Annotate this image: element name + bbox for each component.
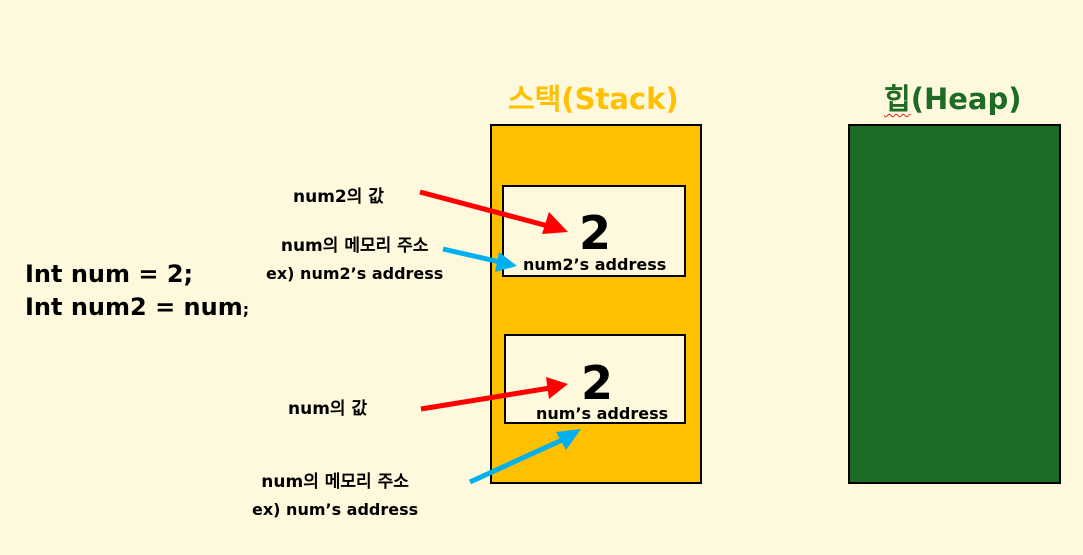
stack-region	[490, 124, 702, 484]
heap-title-english: (Heap)	[910, 82, 1022, 116]
label-num-value: num의 값	[288, 399, 368, 419]
num2-value: 2	[579, 206, 612, 260]
num-value: 2	[581, 356, 614, 410]
heap-title-korean: 힙	[884, 82, 911, 116]
code-line-2: Int num2 = num;	[25, 291, 249, 326]
heap-region	[848, 124, 1061, 484]
num2-address: num2’s address	[523, 255, 667, 274]
code-line-1: Int num = 2;	[25, 260, 194, 288]
label-num2-address-line2: ex) num2’s address	[266, 264, 444, 283]
label-num-address: num의 메모리 주소 ex) num’s address	[252, 469, 418, 523]
label-num-address-line2: ex) num’s address	[252, 500, 419, 519]
stack-title: 스택(Stack)	[508, 82, 679, 116]
code-line-2-text: Int num2 = num	[25, 293, 243, 321]
heap-title: 힙(Heap)	[884, 76, 1021, 118]
num-address: num’s address	[536, 404, 669, 423]
code-line-2-semicolon: ;	[242, 300, 250, 319]
label-num2-value: num2의 값	[293, 187, 384, 207]
label-num2-address-line1: num의 메모리 주소	[280, 236, 429, 256]
label-num-address-line1: num의 메모리 주소	[261, 472, 409, 492]
code-snippet: Int num = 2; Int num2 = num;	[25, 258, 249, 326]
label-num2-address: num의 메모리 주소 ex) num2’s address	[266, 233, 443, 287]
